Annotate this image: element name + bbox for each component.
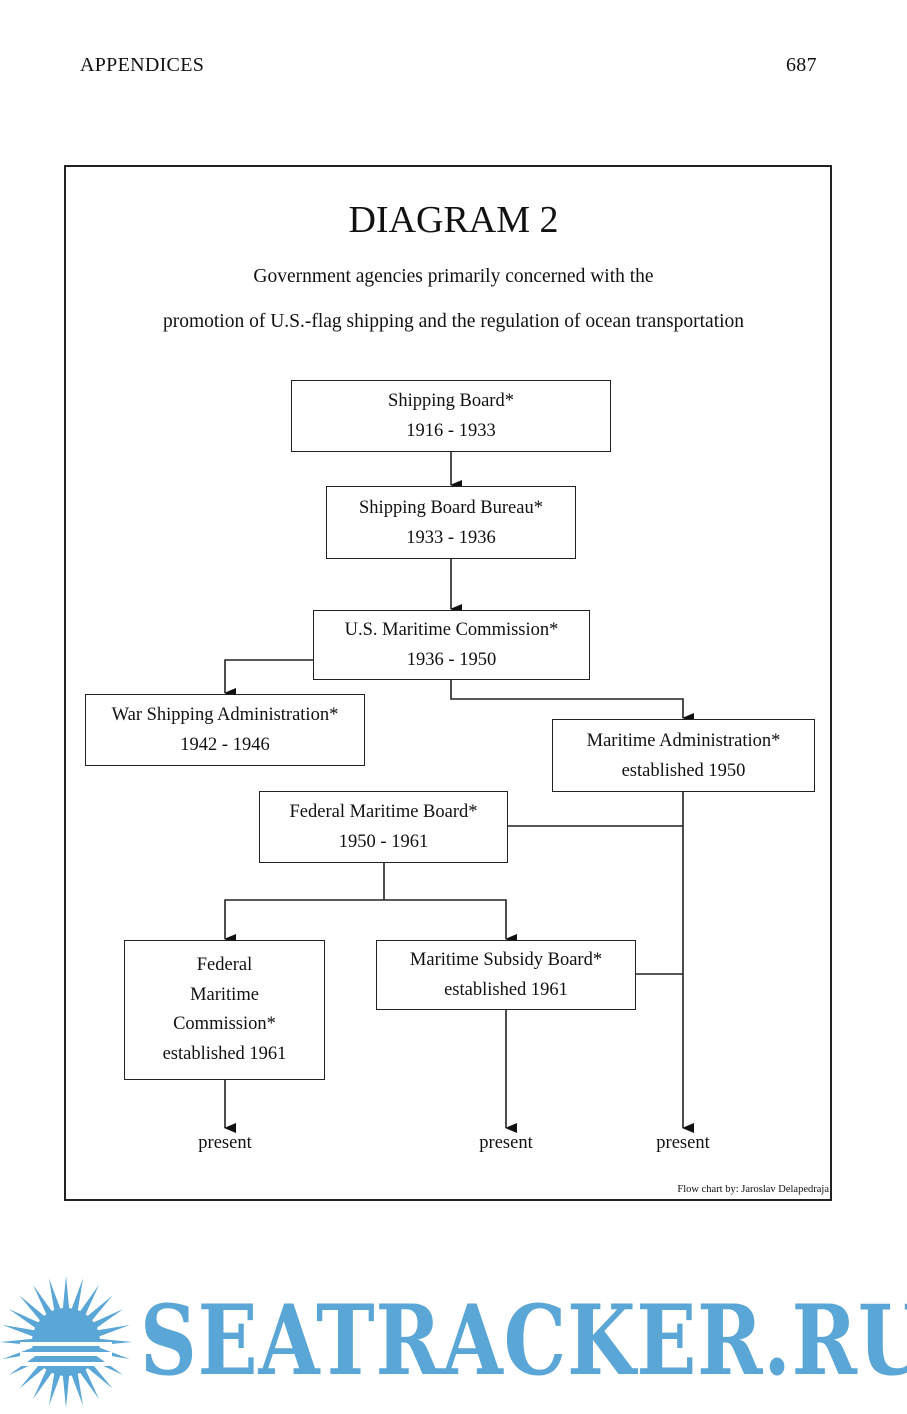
- node-dates: 1950 - 1961: [338, 832, 429, 852]
- node-us-maritime-commission: U.S. Maritime Commission* 1936 - 1950: [313, 610, 590, 680]
- node-dates: 1933 - 1936: [406, 527, 496, 548]
- sun-ray: [48, 1369, 62, 1406]
- sun-ray: [70, 1369, 84, 1406]
- node-label: Shipping Board*: [388, 391, 514, 411]
- node-label: Maritime Administration*: [586, 730, 781, 751]
- arrow-board-to-fmc: [224, 899, 384, 944]
- node-dates: 1942 - 1946: [180, 735, 270, 755]
- node-label: U.S. Maritime Commission*: [344, 620, 559, 640]
- watermark-logo-text: SEATRACKER.RU: [140, 1284, 907, 1397]
- node-shipping-board: Shipping Board* 1916 - 1933: [291, 380, 611, 452]
- node-dates: established 1950: [621, 760, 746, 781]
- running-header-section: APPENDICES: [80, 54, 205, 76]
- node-shipping-board-bureau: Shipping Board Bureau* 1933 - 1936: [326, 486, 576, 559]
- node-label-line2: Maritime: [190, 984, 259, 1005]
- node-dates: established 1961: [444, 980, 568, 1000]
- diagram-title: DIAGRAM 2: [348, 199, 559, 241]
- node-maritime-subsidy-board: Maritime Subsidy Board* established 1961: [376, 940, 636, 1010]
- arrow-commission-to-war-shipping: [224, 659, 313, 698]
- arrow-board-to-subsidy-board: [384, 899, 517, 944]
- diagram-subtitle-line2: promotion of U.S.-flag shipping and the …: [162, 311, 745, 332]
- node-label: Shipping Board Bureau*: [359, 497, 543, 518]
- sun-ray: [33, 1284, 55, 1318]
- diagram-subtitle-line1: Government agencies primarily concerned …: [253, 266, 654, 287]
- sun-ray: [62, 1371, 70, 1408]
- sun-ray: [62, 1276, 70, 1313]
- node-dates: established 1961: [162, 1043, 287, 1064]
- node-federal-maritime-commission: Federal Maritime Commission* established…: [124, 940, 325, 1080]
- sun-ray: [19, 1360, 48, 1389]
- sun-ray: [84, 1295, 113, 1324]
- sun-ray: [93, 1324, 130, 1338]
- sun-ray: [77, 1284, 99, 1318]
- node-label-line1: Federal: [196, 955, 253, 975]
- flow-chart-credit: Flow chart by: Jaroslav Delapedraja: [677, 1184, 829, 1195]
- sun-ray: [48, 1278, 62, 1315]
- node-label-line3: Commission*: [173, 1014, 276, 1034]
- node-war-shipping-administration: War Shipping Administration* 1942 - 1946: [85, 694, 365, 766]
- sun-ray: [77, 1366, 99, 1400]
- present-label-subsidy-board: present: [479, 1133, 533, 1153]
- sun-ray: [84, 1360, 113, 1389]
- arrow-commission-to-maritime-admin: [450, 679, 694, 723]
- node-maritime-administration: Maritime Administration* established 195…: [552, 719, 815, 792]
- present-label-maritime-admin: present: [656, 1133, 710, 1153]
- node-dates: 1916 - 1933: [406, 421, 496, 441]
- node-dates: 1936 - 1950: [406, 650, 497, 670]
- node-label: Maritime Subsidy Board*: [409, 950, 603, 970]
- node-label: War Shipping Administration*: [111, 705, 339, 725]
- sun-ray: [8, 1309, 42, 1331]
- present-label-fmc: present: [198, 1133, 252, 1153]
- sun-ray: [90, 1309, 124, 1331]
- sun-ray: [33, 1366, 55, 1400]
- sun-ray: [70, 1278, 84, 1315]
- page-number: 687: [786, 54, 817, 76]
- diagram-frame: [64, 165, 832, 1201]
- node-federal-maritime-board: Federal Maritime Board* 1950 - 1961: [259, 791, 508, 863]
- sun-ray: [19, 1295, 48, 1324]
- sunburst-logo-icon: [0, 1276, 132, 1408]
- node-label: Federal Maritime Board*: [289, 802, 478, 822]
- sun-ray: [2, 1324, 39, 1338]
